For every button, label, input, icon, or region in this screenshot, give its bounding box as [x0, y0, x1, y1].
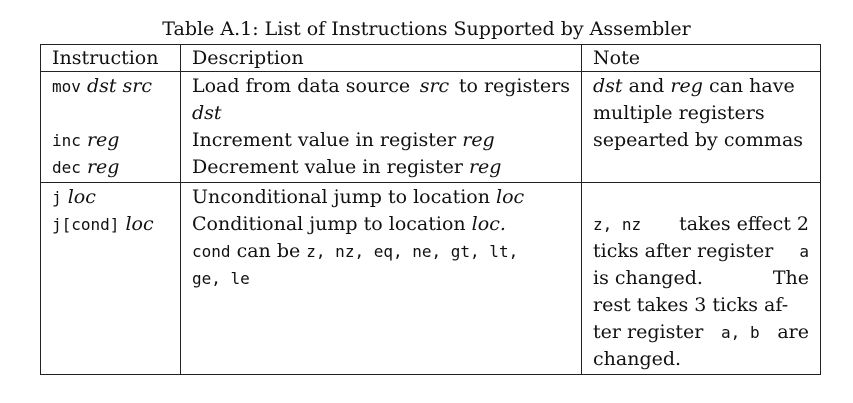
note-dst-reg: dst and reg can have: [593, 75, 795, 97]
cond-codes-line: cond can be z, nz, eq, ne, gt, lt,: [192, 240, 519, 262]
header-description: Description: [180, 44, 582, 72]
data-movement-group: mov dst src inc reg dec reg Load from da…: [40, 71, 821, 183]
table-row: j loc j[cond] loc Unconditional jump to …: [40, 182, 821, 375]
table-row: mov dst src inc reg dec reg Load from da…: [40, 71, 821, 183]
j-description: Unconditional jump to location loc: [192, 186, 525, 208]
note-cell: dst and reg can have multiple registers …: [581, 71, 821, 183]
jump-group: j loc j[cond] loc Unconditional jump to …: [40, 182, 821, 375]
header-row: Instruction Description Note: [40, 44, 821, 72]
dec-instruction: dec reg: [52, 156, 120, 178]
note-line: rest takes 3 ticks af-: [593, 294, 789, 316]
jcond-instruction: j[cond] loc: [52, 213, 154, 235]
dec-description: Decrement value in register reg: [192, 156, 502, 178]
note-line: changed.: [593, 348, 682, 370]
cond-codes-line: ge, le: [192, 269, 250, 288]
instruction-cell: j loc j[cond] loc: [40, 182, 181, 375]
header-instruction: Instruction: [40, 44, 181, 72]
description-cell: Unconditional jump to location loc Condi…: [180, 182, 582, 375]
header-note: Note: [581, 44, 821, 72]
j-instruction: j loc: [52, 186, 96, 208]
instruction-cell: mov dst src inc reg dec reg: [40, 71, 181, 183]
inc-instruction: inc reg: [52, 129, 120, 151]
instructions-table: Instruction Description Note mov dst src…: [40, 44, 821, 375]
note-line: sepearted by commas: [593, 129, 804, 151]
jcond-description: Conditional jump to location loc.: [192, 213, 506, 235]
note-line: is changed.The: [593, 267, 809, 289]
inc-description: Increment value in register reg: [192, 129, 495, 151]
mov-instruction: mov dst src: [52, 75, 153, 97]
table-caption: Table A.1: List of Instructions Supporte…: [162, 18, 691, 40]
mov-description-cont: dst: [192, 102, 222, 124]
note-line: multiple registers: [593, 102, 765, 124]
